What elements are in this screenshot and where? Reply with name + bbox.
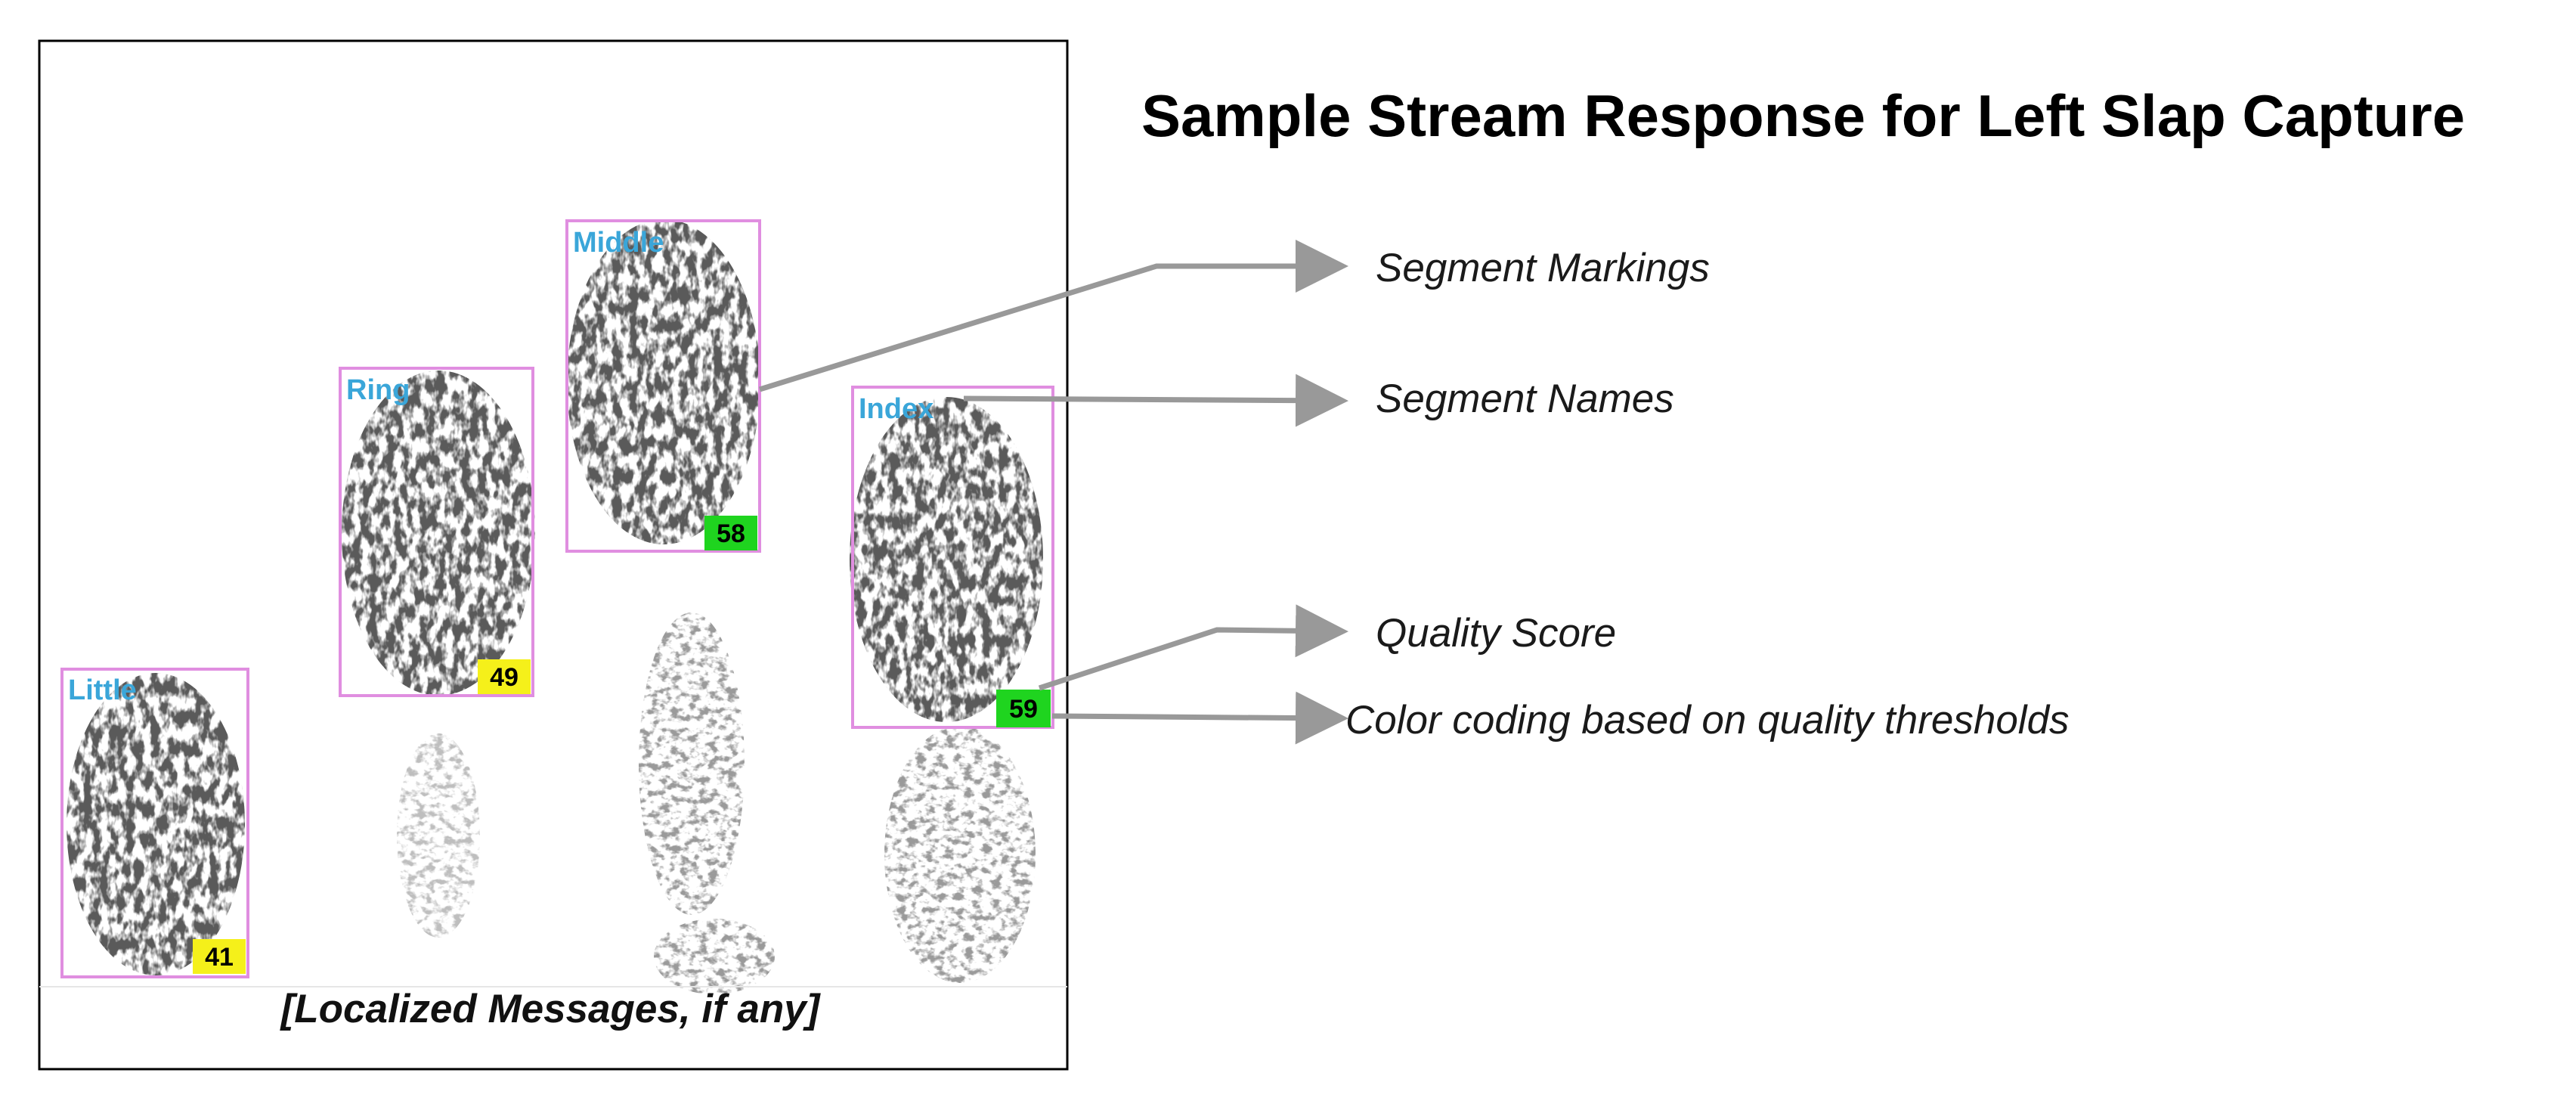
middle-fingertip-print (567, 219, 760, 544)
arrow-quality-score (1038, 604, 1348, 691)
segment-name-index: Index (859, 393, 933, 425)
page-title: Sample Stream Response for Left Slap Cap… (1141, 82, 2465, 149)
index-fingertip-print (850, 397, 1043, 722)
segment-name-little: Little (68, 674, 137, 706)
little-fingertip-print (67, 673, 245, 975)
callout-segment-markings: Segment Markings (1376, 246, 1710, 290)
score-badge-middle (704, 516, 757, 550)
callout-arrows (758, 240, 1348, 745)
arrow-segment-names (963, 374, 1348, 427)
score-value-little: 41 (205, 943, 234, 972)
score-value-index: 59 (1009, 695, 1038, 724)
middle-lowest-print (654, 919, 775, 994)
localized-message: [Localized Messages, if any] (280, 987, 822, 1031)
callout-color-coding: Color coding based on quality thresholds (1345, 698, 2070, 743)
little-lower-print (397, 733, 480, 938)
index-lower-print (884, 726, 1036, 983)
segment-name-ring: Ring (346, 374, 410, 406)
callout-quality-score: Quality Score (1376, 611, 1616, 656)
segment-box-ring (339, 367, 534, 697)
score-badge-little (193, 939, 246, 974)
segment-box-little (60, 668, 249, 978)
ring-fingertip-print (342, 370, 535, 696)
segment-names: Little Ring Middle Index (68, 227, 933, 706)
score-value-middle: 58 (717, 519, 745, 548)
score-value-ring: 49 (490, 663, 519, 692)
lower-finger-prints (397, 612, 1036, 994)
callout-segment-names: Segment Names (1376, 377, 1674, 421)
segment-boxes (60, 219, 1054, 978)
fingertip-prints (67, 219, 1043, 975)
score-badge-ring (478, 659, 531, 694)
segment-box-index (851, 386, 1054, 729)
middle-lower-print (639, 612, 745, 915)
callout-labels: Segment Markings Segment Names Quality S… (1345, 246, 2070, 743)
segment-box-middle (565, 219, 761, 553)
quality-score-badges: 41 49 58 59 (193, 516, 1051, 974)
arrow-color-coding (1051, 691, 1348, 745)
score-badge-index (996, 690, 1051, 727)
arrow-segment-markings (758, 240, 1348, 392)
segment-name-middle: Middle (573, 227, 664, 259)
